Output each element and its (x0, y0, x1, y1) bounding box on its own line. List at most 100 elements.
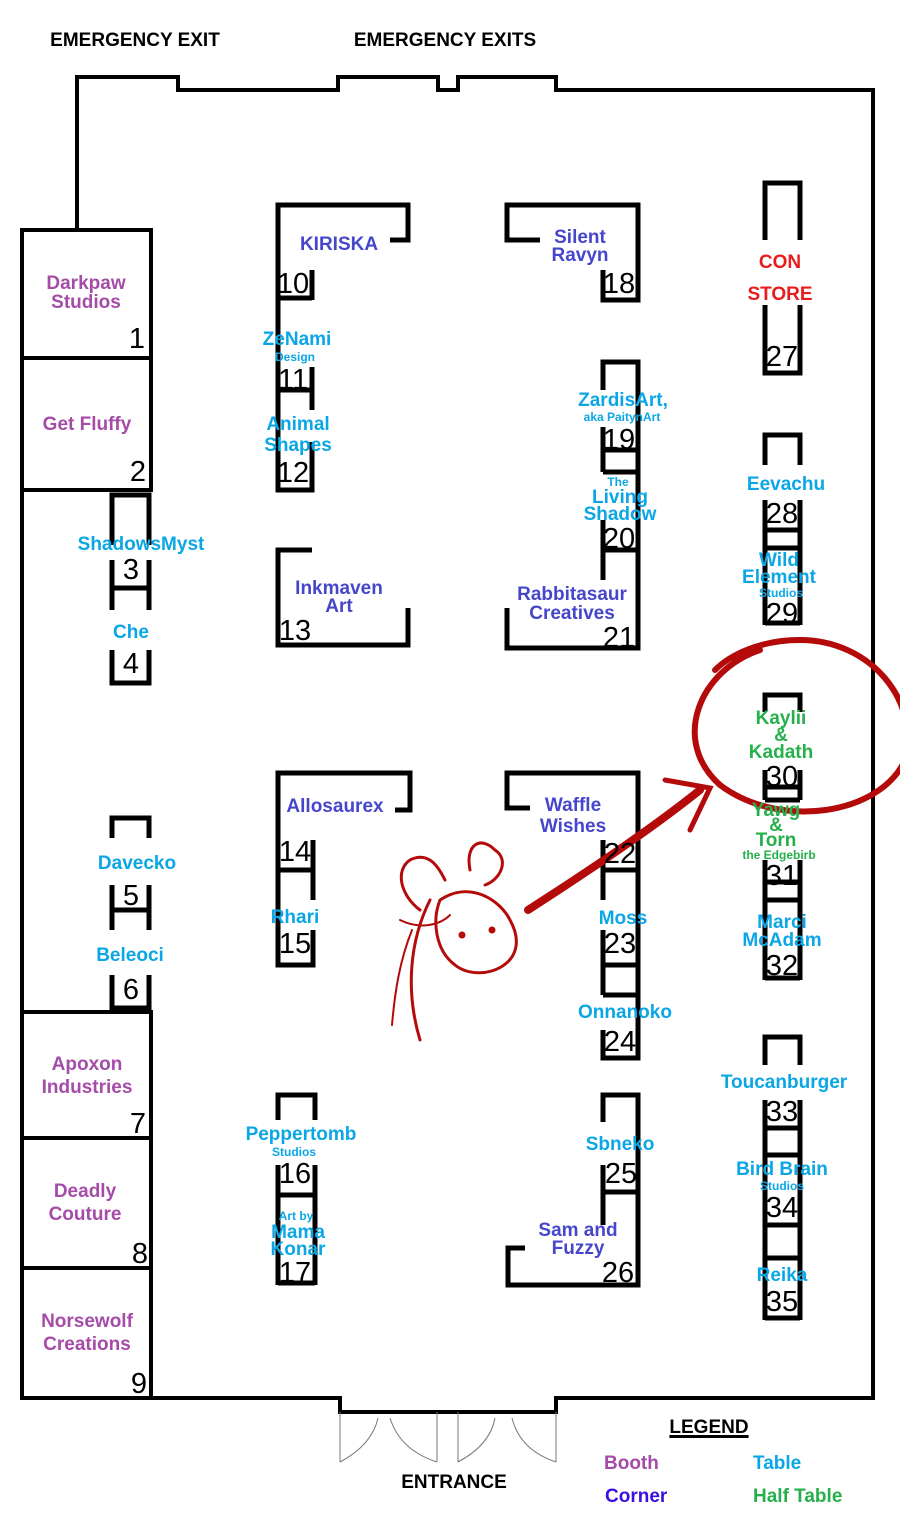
entrance-label: ENTRANCE (401, 1472, 507, 1493)
booth-8-number: 8 (131, 1238, 149, 1270)
label-line: Industries (41, 1077, 133, 1098)
label-line: Rabbitasaur (517, 584, 627, 605)
label-line: Inkmaven (295, 578, 383, 599)
label-line: Creatives (529, 603, 615, 624)
table-19-name[interactable]: ZardisArt, (578, 390, 668, 411)
label-line: McAdam (742, 930, 822, 951)
label-line: CON (758, 252, 802, 273)
label-line: Norsewolf (41, 1311, 133, 1332)
emergency-exits-label: EMERGENCY EXITS (353, 30, 537, 51)
table-22-number: 22 (603, 838, 637, 870)
table-24-name[interactable]: Onnanoko (578, 1002, 672, 1023)
legend-corner: Corner (605, 1486, 668, 1507)
label-line: Studios (51, 292, 121, 313)
con-store-name[interactable]: CON STORE (747, 247, 812, 311)
table-29-number: 29 (765, 598, 799, 630)
half-table-31-number: 31 (765, 860, 799, 892)
label-line: Wild (759, 550, 799, 571)
table-29-subtitle: Studios (759, 586, 803, 600)
half-table-31-name[interactable]: Yawg&Torn (751, 800, 801, 850)
table-34-name[interactable]: Bird Brain (736, 1159, 828, 1180)
half-table-31-subtitle: the Edgebirb (742, 848, 816, 862)
table-12-number: 12 (276, 457, 310, 489)
table-19-number: 19 (602, 424, 636, 456)
corner-21-number: 21 (602, 622, 636, 654)
label-line: Ravyn (551, 245, 609, 266)
table-11-subtitle: Design (274, 350, 316, 364)
legend-title: LEGEND (669, 1417, 749, 1438)
label-line: Wishes (539, 816, 607, 837)
booth-2-name[interactable]: Get Fluffy (42, 414, 132, 435)
corner-14-name[interactable]: Allosaurex (286, 796, 384, 817)
label-line: Creations (43, 1334, 131, 1355)
corner-13-number: 13 (278, 615, 312, 647)
label-line: Kadath (748, 742, 814, 763)
table-35-name[interactable]: Reika (756, 1265, 808, 1286)
label-line: Shadow (583, 504, 657, 525)
table-3-name[interactable]: ShadowsMyst (77, 534, 205, 555)
table-33-number: 33 (765, 1096, 799, 1128)
table-16-number: 16 (278, 1158, 312, 1190)
half-table-30-name[interactable]: Kaylii&Kadath (748, 709, 814, 763)
table-15-name[interactable]: Rhari (270, 907, 320, 928)
legend-booth: Booth (604, 1453, 659, 1474)
label-line: Element (742, 567, 816, 588)
label-line: STORE (747, 284, 813, 305)
booth-1-number: 1 (128, 323, 146, 355)
booth-2-number: 2 (129, 456, 147, 488)
label-line: Darkpaw (46, 273, 126, 294)
table-4-number: 4 (122, 648, 140, 680)
table-11-name[interactable]: ZeNami (262, 329, 332, 350)
label-line: Apoxon (51, 1054, 123, 1075)
table-16-subtitle: Studios (272, 1145, 316, 1159)
table-34-subtitle: Studios (760, 1179, 804, 1193)
table-33-name[interactable]: Toucanburger (720, 1072, 848, 1093)
table-28-name[interactable]: Eevachu (746, 474, 826, 495)
label-line: Sam and (538, 1220, 618, 1241)
label-line: Art (325, 596, 353, 617)
label-line: Animal (266, 414, 330, 435)
label-line: Shapes (264, 435, 332, 456)
table-4-name[interactable]: Che (113, 622, 149, 643)
table-14-number: 14 (278, 836, 312, 868)
label-line: Silent (554, 227, 606, 248)
corner-10-name[interactable]: KIRISKA (299, 234, 379, 255)
table-19-subtitle: aka PaitynArt (583, 410, 661, 424)
table-15-number: 15 (278, 928, 312, 960)
table-23-name[interactable]: Moss (598, 908, 648, 929)
label-line: Fuzzy (551, 1238, 605, 1259)
table-23-number: 23 (603, 928, 637, 960)
label-line: Waffle (544, 795, 602, 816)
table-16-name[interactable]: Peppertomb (245, 1124, 357, 1145)
table-6-name[interactable]: Beleoci (96, 945, 164, 966)
table-5-name[interactable]: Davecko (97, 853, 177, 874)
table-18-number: 18 (602, 268, 636, 300)
booth-7-number: 7 (129, 1108, 147, 1140)
label-line: Deadly (53, 1181, 117, 1202)
legend-half-table: Half Table (753, 1486, 843, 1507)
table-3-number: 3 (122, 554, 140, 586)
table-20-prefix: The (607, 475, 629, 489)
label-line: Living (592, 487, 648, 508)
label-line: Mama (271, 1222, 325, 1243)
label-line: Yawg (751, 800, 801, 821)
table-25-name[interactable]: Sbneko (585, 1134, 655, 1155)
table-5-number: 5 (122, 880, 140, 912)
table-17-prefix: Art by (278, 1209, 314, 1223)
label-line: & (774, 725, 788, 746)
booth-9-number: 9 (130, 1368, 148, 1400)
